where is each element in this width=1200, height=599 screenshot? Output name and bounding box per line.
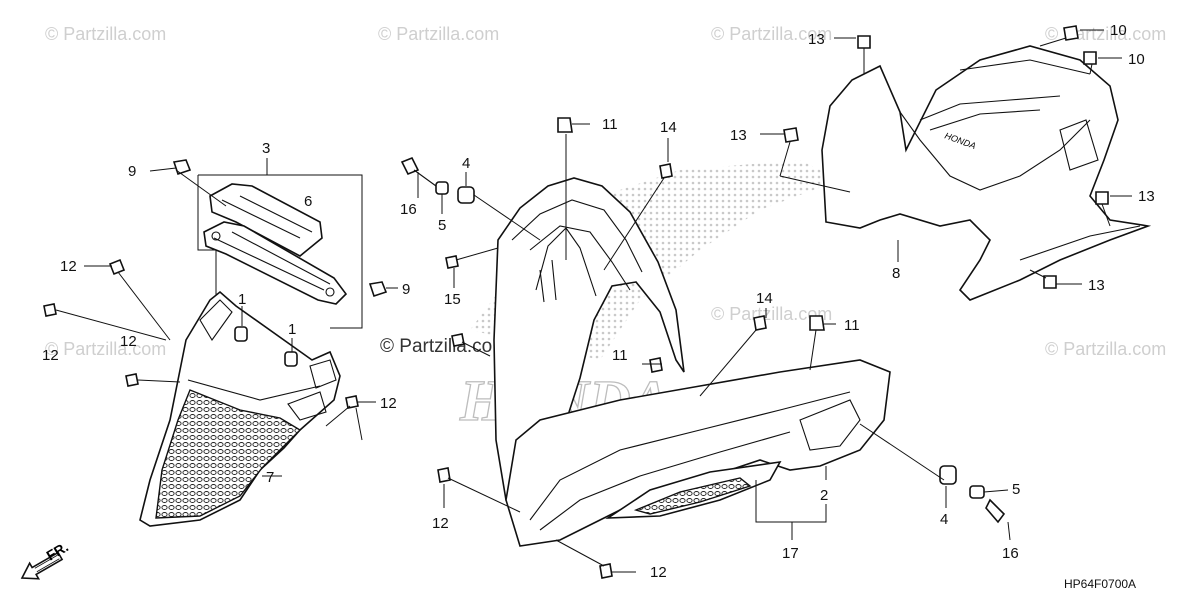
callout-13: 13: [1088, 277, 1105, 294]
callout-8: 8: [892, 265, 900, 282]
screw-13c-icon: [1095, 191, 1109, 205]
callout-13: 13: [730, 127, 747, 144]
callout-6: 6: [304, 193, 312, 210]
callout-11: 11: [612, 347, 628, 364]
callout-2: 2: [820, 487, 828, 504]
bolt-12a-icon: [108, 258, 126, 276]
callout-14: 14: [660, 119, 677, 136]
callout-12: 12: [432, 515, 449, 532]
callout-9: 9: [128, 163, 136, 180]
bolt-12g-icon: [451, 333, 465, 347]
screw-10a-icon: [1063, 25, 1079, 41]
part-3-assembly: [149, 158, 398, 329]
bolt-12c-icon: [125, 373, 139, 387]
callout-7: 7: [266, 469, 274, 486]
callout-5: 5: [1012, 481, 1020, 498]
watermark-text: © Partzilla.com: [378, 24, 499, 44]
part-6-bracket: [209, 183, 323, 257]
callout-9: 9: [402, 281, 410, 298]
bolt-12b-icon: [43, 303, 57, 317]
callout-11: 11: [844, 317, 860, 334]
part-7-inner-cover: [43, 258, 376, 527]
watermark-text: © Partzilla.com: [45, 24, 166, 44]
center-watermark-text: © Partzilla.com: [380, 336, 508, 357]
callout-12: 12: [650, 564, 667, 581]
screw-15-icon: [445, 255, 459, 269]
callout-1: 1: [288, 321, 296, 338]
callout-14: 14: [756, 290, 773, 307]
callout-5: 5: [438, 217, 446, 234]
callout-labels: 3 9 6 9 12 12 1 1 12 12 7 16 4 5 15 11 1…: [42, 22, 1155, 581]
screw-13a-icon: [857, 35, 871, 49]
callout-10: 10: [1128, 51, 1145, 68]
callout-16: 16: [1002, 545, 1019, 562]
watermark-text: © Partzilla.com: [1045, 24, 1166, 44]
nut-11b-icon: [649, 357, 663, 373]
callout-1: 1: [238, 291, 246, 308]
callout-15: 15: [444, 291, 461, 308]
bolt-12f-icon: [599, 563, 613, 579]
front-direction-arrow-icon: [20, 551, 64, 580]
callout-16: 16: [400, 201, 417, 218]
nut-11a-icon: [557, 117, 573, 133]
front-cowl-assembly: [400, 117, 1011, 579]
clip-nut-9b-icon: [368, 281, 388, 298]
screw-10b-icon: [1083, 51, 1097, 65]
grommet-4a-icon: [457, 186, 475, 204]
collar-5a-icon: [435, 181, 449, 195]
clip-nut-9-icon: [172, 159, 192, 176]
callout-12: 12: [42, 347, 59, 364]
clip-14a-icon: [659, 163, 673, 179]
clip-14b-icon: [753, 315, 767, 331]
screw-13d-icon: [1043, 275, 1057, 289]
grommet-4b-icon: [939, 465, 957, 485]
diagram-code: HP64F0700A: [1064, 577, 1136, 591]
watermark-text: © Partzilla.com: [711, 304, 832, 324]
part-8-top-cowl: HONDA: [760, 25, 1152, 301]
callout-4: 4: [940, 511, 948, 528]
callout-12: 12: [380, 395, 397, 412]
watermark-text: © Partzilla.com: [711, 24, 832, 44]
collar-5b-icon: [969, 485, 985, 499]
grommet-1b-icon: [284, 351, 298, 367]
bolt-12d-icon: [345, 395, 359, 409]
screw-13b-icon: [783, 127, 799, 143]
nut-11c-icon: [809, 315, 825, 331]
watermark-text: © Partzilla.com: [1045, 339, 1166, 359]
bolt-16b-icon: [985, 498, 1006, 524]
callout-13: 13: [1138, 188, 1155, 205]
callout-12: 12: [60, 258, 77, 275]
callout-17: 17: [782, 545, 799, 562]
grommet-1a-icon: [234, 326, 248, 342]
callout-11: 11: [602, 116, 618, 133]
callout-10: 10: [1110, 22, 1127, 39]
callout-3: 3: [262, 140, 270, 157]
callout-13: 13: [808, 31, 825, 48]
callout-12: 12: [120, 333, 137, 350]
bolt-12e-icon: [437, 467, 451, 483]
callout-4: 4: [462, 155, 470, 172]
watermark-text: © Partzilla.com: [45, 339, 166, 359]
